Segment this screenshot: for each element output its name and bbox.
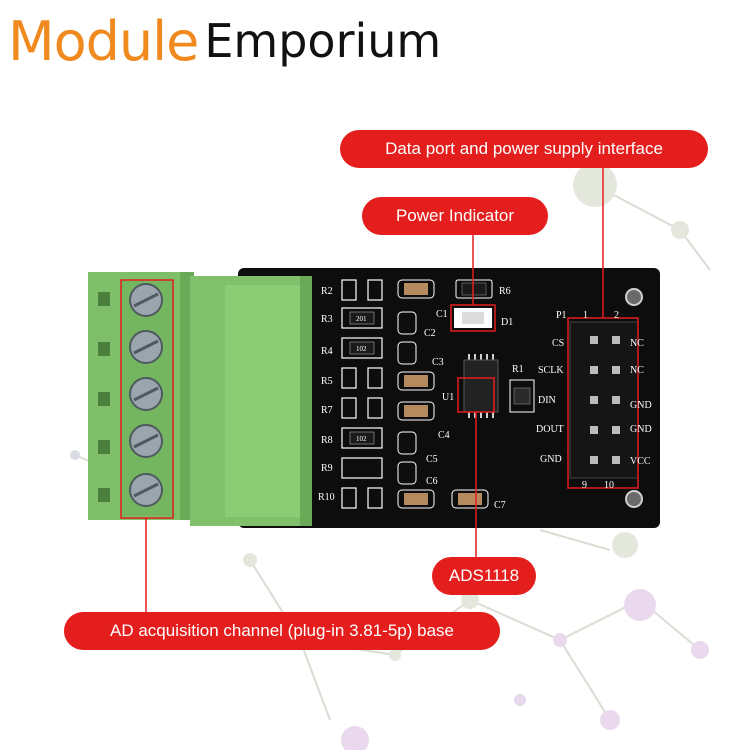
pin-header — [567, 317, 639, 489]
smd-resistor-pads — [341, 279, 383, 509]
header-pin9-label: 9 — [582, 480, 587, 491]
header-left-labels: CS SCLK DIN DOUT GND — [536, 338, 564, 465]
label-c3: C3 — [432, 357, 444, 368]
header-pin10-label: 10 — [604, 480, 614, 491]
pin-gnd-left: GND — [540, 454, 562, 465]
label-r10: R10 — [318, 492, 335, 503]
r1-resistor — [509, 379, 535, 413]
channel-highlight-box — [120, 279, 174, 519]
callout-data-port: Data port and power supply interface — [340, 130, 708, 168]
callout-power-indicator: Power Indicator — [362, 197, 548, 235]
pin-din: DIN — [538, 395, 556, 406]
smd-code-2: 102 — [356, 345, 367, 353]
terminal-block-socket — [190, 276, 312, 526]
brand-logo-part2: Emporium — [204, 14, 442, 68]
pin-dout: DOUT — [536, 424, 564, 435]
label-c2: C2 — [424, 328, 436, 339]
smd-resistors-body — [349, 311, 375, 445]
pcb-board — [238, 268, 660, 528]
label-r1: R1 — [512, 364, 524, 375]
callout-ad-channel: AD acquisition channel (plug-in 3.81-5p)… — [64, 612, 500, 650]
pin-nc-1: NC — [630, 338, 644, 349]
ads1118-chip — [457, 354, 499, 418]
label-c7: C7 — [494, 500, 506, 511]
label-u1: U1 — [442, 392, 454, 403]
pin-gnd-2: GND — [630, 424, 652, 435]
smd-capacitors — [397, 279, 489, 509]
pin-gnd-1: GND — [630, 400, 652, 411]
label-r2: R2 — [321, 286, 333, 297]
brand-logo: Module Emporium — [8, 9, 442, 73]
pin-sclk: SCLK — [538, 365, 564, 376]
label-r4: R4 — [321, 346, 333, 357]
pin-nc-2: NC — [630, 365, 644, 376]
label-r9: R9 — [321, 463, 333, 474]
label-c5: C5 — [426, 454, 438, 465]
header-pin1-label: 1 — [583, 310, 588, 321]
label-r6: R6 — [499, 286, 511, 297]
callout-leader-lines — [145, 166, 604, 612]
smd-code-1: 201 — [356, 315, 367, 323]
label-d1: D1 — [501, 317, 513, 328]
brand-logo-part1: Module — [8, 9, 199, 73]
terminal-screws — [129, 283, 163, 507]
mounting-holes — [625, 288, 643, 508]
terminal-block-plug — [88, 272, 194, 520]
smd-code-3: 102 — [356, 435, 367, 443]
resistor-labels: R2 R3 R4 R5 R7 R8 R9 R10 — [318, 286, 335, 503]
label-r7: R7 — [321, 405, 333, 416]
capacitor-labels: C1 C2 C3 C4 C5 C6 C7 — [424, 309, 506, 511]
label-r3: R3 — [321, 314, 333, 325]
header-title: P1 — [556, 310, 567, 321]
label-c4: C4 — [438, 430, 450, 441]
pin-cs: CS — [552, 338, 564, 349]
header-right-labels: NC NC GND GND VCC — [630, 338, 652, 467]
pin-vcc: VCC — [630, 456, 651, 467]
label-r5: R5 — [321, 376, 333, 387]
label-c6: C6 — [426, 476, 438, 487]
header-pin2-label: 2 — [614, 310, 619, 321]
callout-ads1118: ADS1118 — [432, 557, 536, 595]
smd-code-labels: 201 102 102 — [356, 315, 367, 443]
label-r8: R8 — [321, 435, 333, 446]
label-c1: C1 — [436, 309, 448, 320]
